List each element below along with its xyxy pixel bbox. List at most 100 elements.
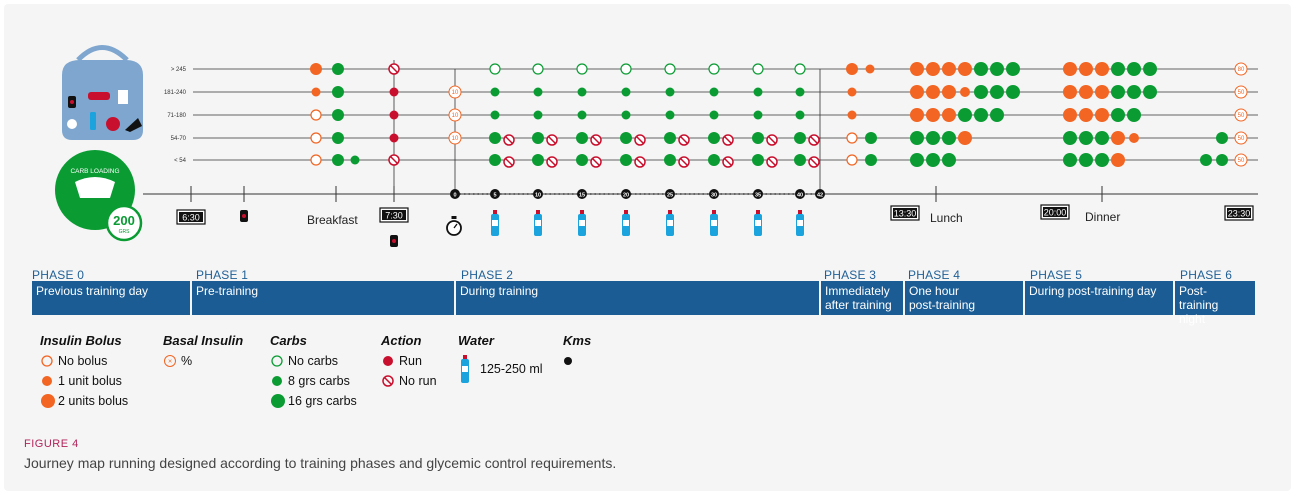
bolus-2u [1111,153,1125,167]
carbs-8g [533,110,543,120]
no-run-slash [635,135,645,145]
km-marker [815,189,825,199]
water-bottle-icon [534,210,542,236]
phase-2-desc: During training [460,284,539,298]
carbs-16g [1111,62,1125,76]
no-run-slash [635,157,645,167]
carbs-16g [1079,131,1093,145]
no-bolus [846,132,858,144]
time-box-inner [893,208,917,218]
carbs-16g [708,132,720,144]
legend-carbs: Carbs No carbs 8 grs carbs 16 grs carbs [270,333,357,411]
bolus-1u [1129,133,1139,143]
carbs-16g [332,63,344,75]
carbs-16g [1127,62,1141,76]
carbs-16g [576,154,588,166]
bolus-2u [926,62,940,76]
phase-1-label: PHASE 1 [196,268,249,282]
no-carbs [794,63,806,75]
carb-amount-value: 200 [113,213,135,228]
no-bolus [310,132,322,144]
water-bottle-icon [796,210,804,236]
phase-6-box: Post-training night [1175,281,1255,326]
phase-3-box: Immediately after training [821,281,903,315]
bowl-icon [75,177,115,198]
carbs-16g [489,154,501,166]
no-run-slash [504,157,514,167]
basal-percent-text: 10 [452,90,459,96]
carbs-8g [490,87,500,97]
phase-1-desc: Pre-training [196,284,259,298]
carbs-16g [1216,154,1228,166]
legend-action-title: Action [381,333,422,348]
carbs-8g [795,110,805,120]
phase-4-label: PHASE 4 [908,268,961,282]
bolus-2u [1079,108,1093,122]
bolus-2u [958,131,972,145]
carbs-16g [990,62,1004,76]
run-dot [389,87,399,97]
figure-label: FIGURE 4 [24,438,79,450]
km-marker [490,189,500,199]
carbs-16g [752,132,764,144]
time-box-label: 7:30 [385,211,403,221]
shoe-icon [125,118,142,132]
sock-icon [118,90,128,104]
bottle-icon [90,112,96,130]
carbs-8g [577,87,587,97]
km-marker-label: 40 [797,193,803,199]
carbs-16g [942,153,956,167]
carbs-8g [753,87,763,97]
bolus-2u [1095,108,1109,122]
basal-night-icon [1234,85,1248,99]
no-carbs [576,63,588,75]
legend-water-title: Water [458,333,494,348]
carbs-16g [332,154,344,166]
legend-kms: Kms [563,333,591,371]
carbs-16g [974,62,988,76]
carbs-16g [664,154,676,166]
bolus-2u [1063,85,1077,99]
no-run-slash [389,64,399,74]
meter-drop [70,100,74,104]
carbs-8g [577,110,587,120]
km-marker-label: 25 [667,193,673,199]
glucometer-icon [67,119,77,129]
no-bolus [310,109,322,121]
svg-text:×: × [168,359,172,366]
bolus-1u [960,87,970,97]
carbs-16g [1063,131,1077,145]
phase-0-label: PHASE 0 [32,268,85,282]
time-box-inner [1043,207,1067,217]
bolus-2u [942,85,956,99]
basal-night-icon [1234,108,1248,122]
no-carbs [664,63,676,75]
carbs-8g [709,110,719,120]
bolus-2u [1063,108,1077,122]
no-bolus [846,154,858,166]
candy-icon [88,92,110,100]
carbs-16g [664,132,676,144]
legend-two-units: 2 units bolus [58,394,129,408]
carbs-16g [1143,85,1157,99]
legend-eight-grs: 8 grs carbs [288,374,350,388]
carbs-16g [332,86,344,98]
legend-no-carbs: No carbs [288,354,339,368]
two-units-bolus-symbol [40,393,58,409]
km-marker [665,189,675,199]
km-marker [450,189,460,199]
no-run-slash [809,135,819,145]
bolus-2u [310,63,322,75]
bolus-2u [926,85,940,99]
carbs-8g [665,110,675,120]
basal-pre-icon [448,85,462,99]
phase-1-box: Pre-training [192,281,454,315]
glucose-row-label: < 54 [174,158,187,164]
water-bottle-icon [754,210,762,236]
carbs-16g [752,154,764,166]
km-marker-label: 35 [755,193,761,199]
glucose-row-label: 54-70 [171,136,187,142]
basal-night-icon [1234,62,1248,76]
one-unit-bolus-symbol [40,374,58,388]
